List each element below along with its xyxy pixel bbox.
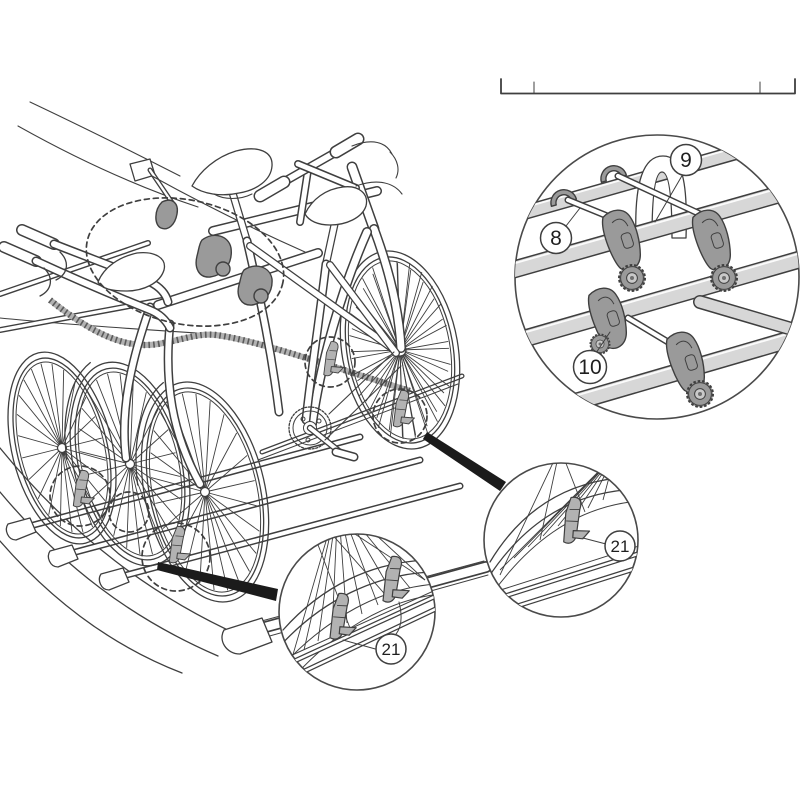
leader-to-right-callout xyxy=(423,432,506,491)
wheel-rim-arcs xyxy=(279,559,435,679)
chainring xyxy=(288,351,402,462)
dashed-highlights xyxy=(49,197,428,592)
part-label-21-center: 21 xyxy=(375,633,407,665)
part-label-8-text: 8 xyxy=(550,227,562,250)
bike-wheel xyxy=(117,365,289,615)
strap-detail-callout-center: 21 xyxy=(278,533,436,691)
part-label-21-right-text: 21 xyxy=(611,537,630,556)
wheel-spokes xyxy=(291,534,426,659)
tray-end-cap xyxy=(5,517,37,541)
part-label-21-right: 21 xyxy=(604,530,636,562)
wheel-rim-arcs xyxy=(487,477,631,595)
brake-lever xyxy=(55,251,67,281)
label-leader-line xyxy=(582,537,607,545)
label-leader-lines xyxy=(565,173,684,354)
scale-bar xyxy=(500,78,796,95)
part-label-9: 9 xyxy=(669,143,703,177)
clamp-detail-callout: 8 9 10 xyxy=(514,134,800,420)
part-label-21-center-text: 21 xyxy=(382,640,401,659)
tray-end-cap xyxy=(47,544,79,568)
bike-wheel xyxy=(0,341,134,555)
handlebar-left xyxy=(0,224,175,333)
frame-clamps xyxy=(155,199,273,306)
handlebar-right xyxy=(253,132,403,203)
leader-to-center-callout xyxy=(157,562,278,601)
rack-rail xyxy=(285,588,435,679)
tray-end-cap xyxy=(98,567,130,591)
brake-cables xyxy=(351,141,403,195)
fender xyxy=(64,361,91,460)
fender xyxy=(135,381,164,486)
part-label-9-text: 9 xyxy=(680,149,692,172)
strap-detail-callout-right: 21 xyxy=(483,462,639,618)
brake-lever xyxy=(39,267,51,297)
part-label-10: 10 xyxy=(572,349,608,385)
part-label-10-text: 10 xyxy=(578,356,601,379)
main-illustration xyxy=(0,101,506,674)
tray-end-cap xyxy=(221,617,273,655)
saddles xyxy=(97,148,368,292)
part-label-8: 8 xyxy=(539,221,573,255)
